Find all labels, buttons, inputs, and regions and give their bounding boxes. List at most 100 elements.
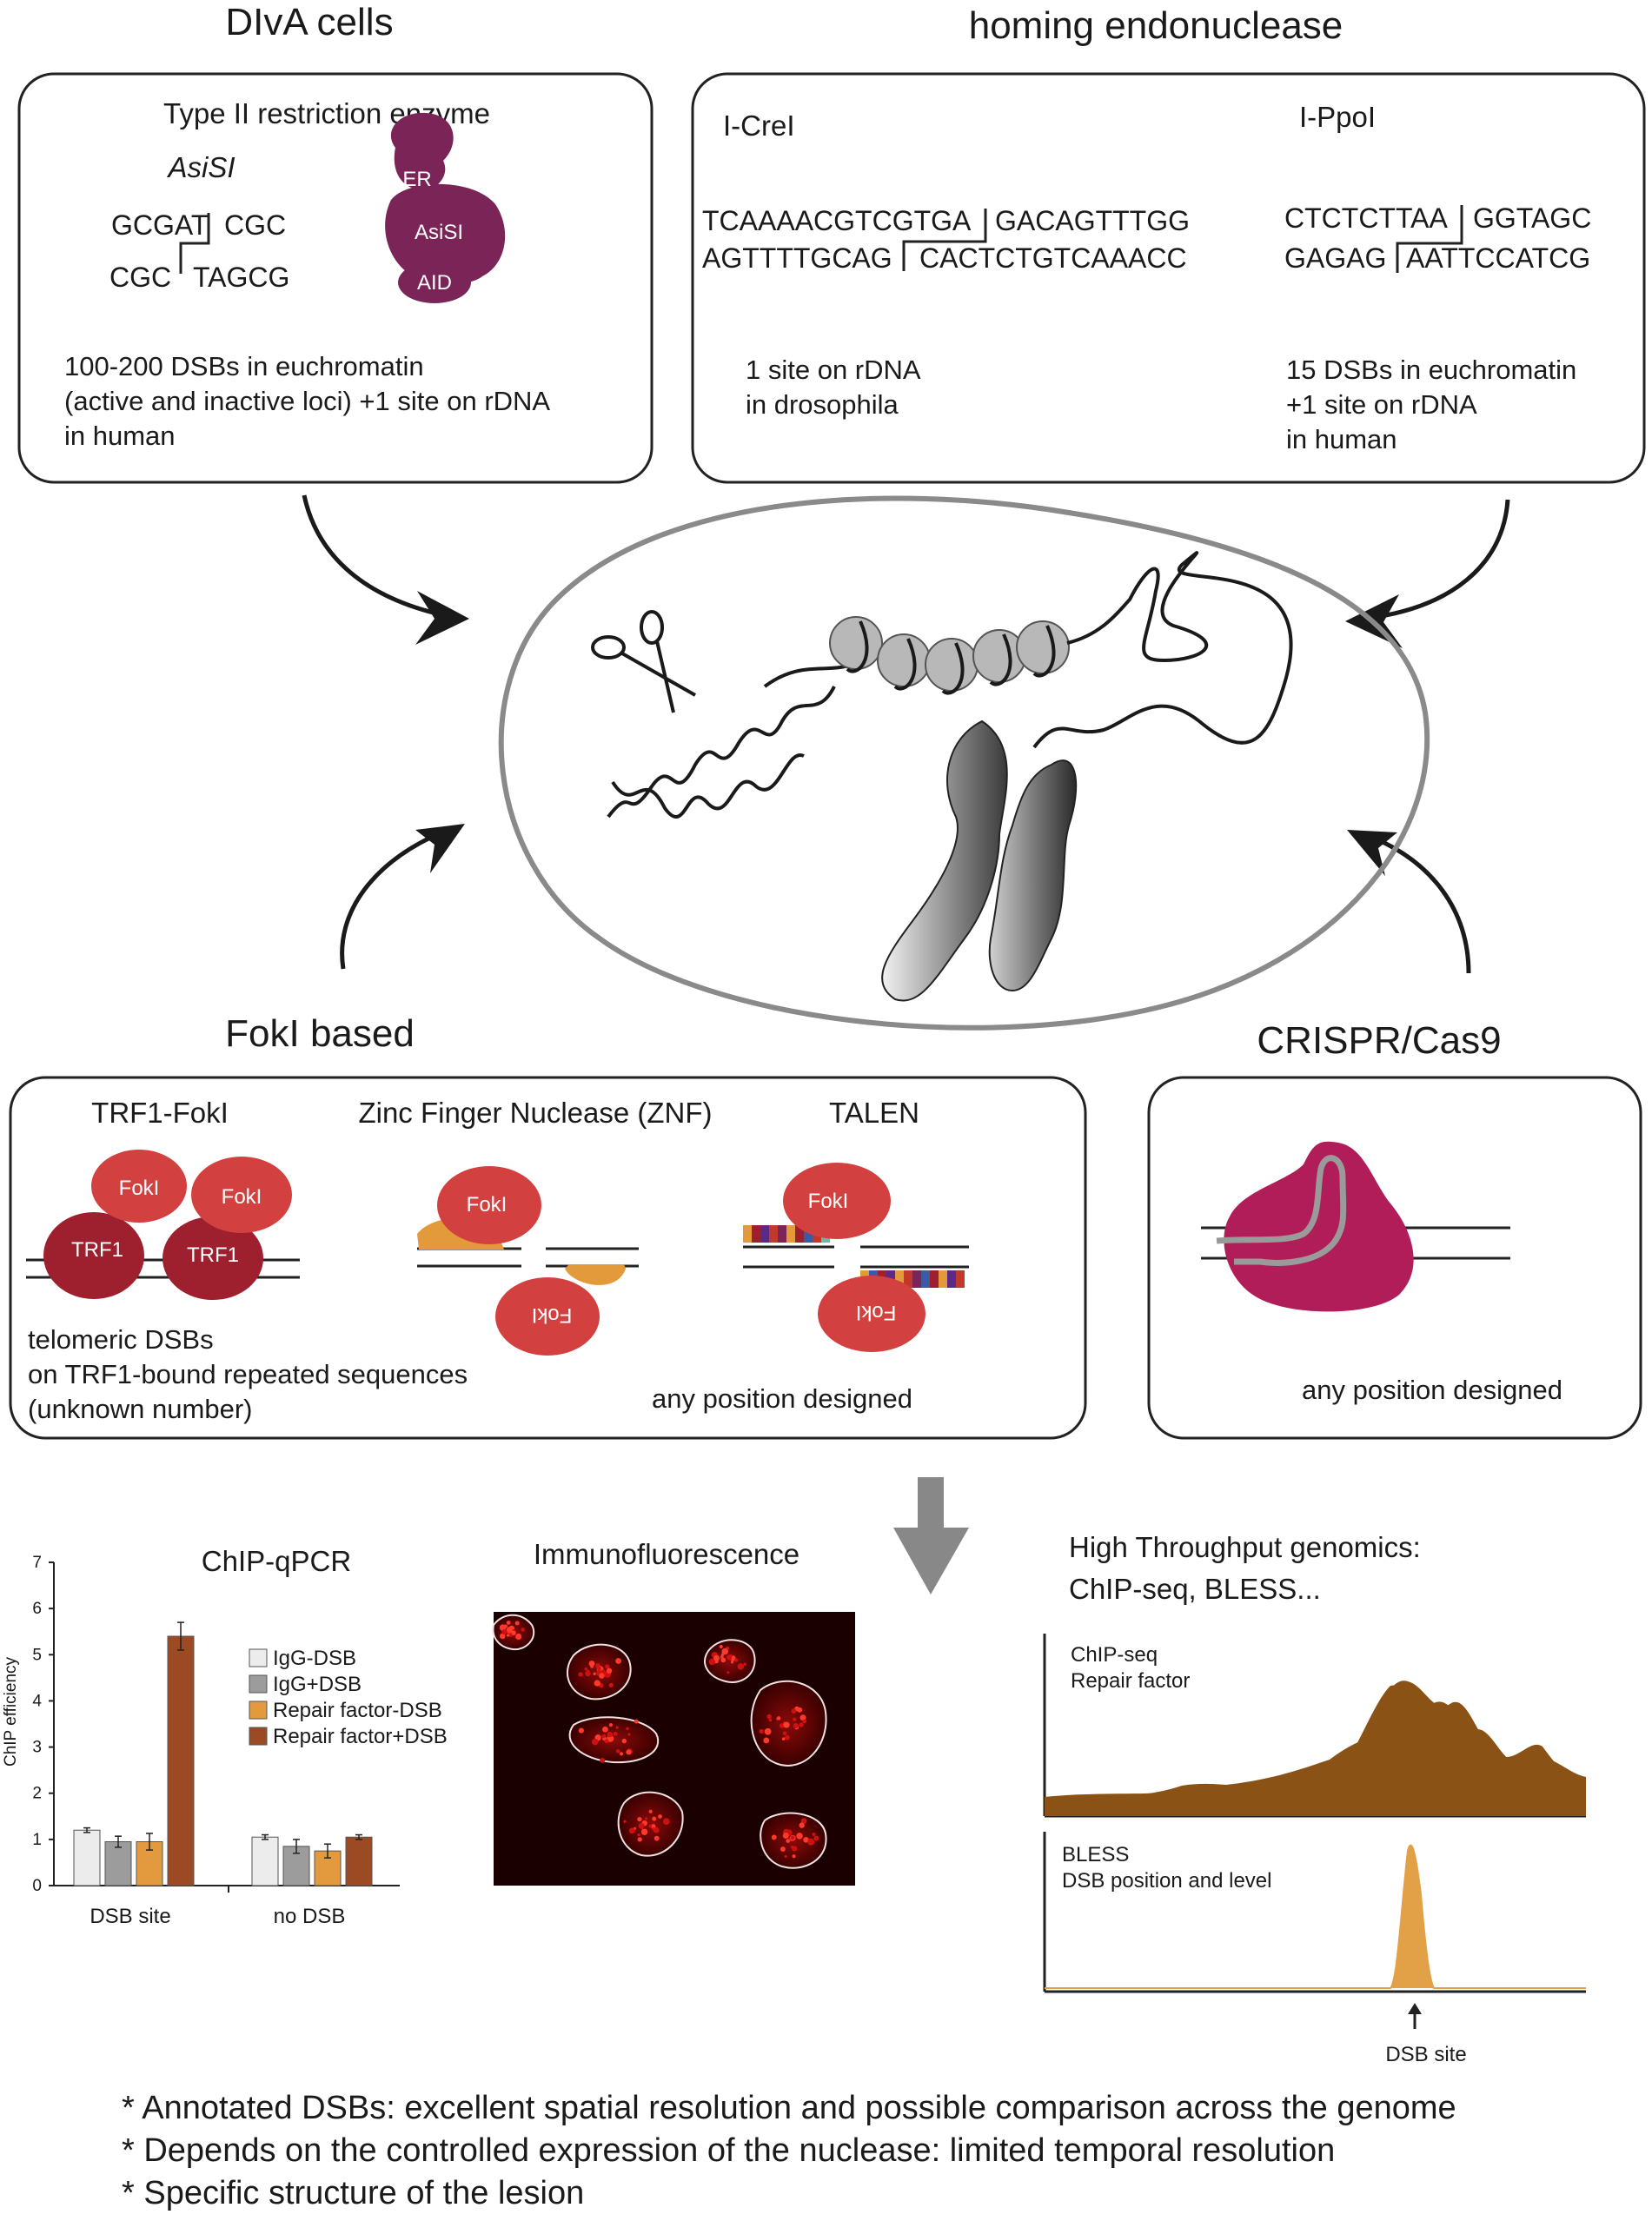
if-focus bbox=[759, 1728, 764, 1734]
scissors-icon bbox=[591, 610, 696, 713]
if-focus bbox=[812, 1832, 816, 1837]
chip-y-tick-label: 7 bbox=[32, 1554, 42, 1572]
chip-y-tick-label: 3 bbox=[32, 1739, 42, 1757]
if-focus bbox=[796, 1833, 803, 1840]
if-focus bbox=[790, 1835, 795, 1840]
if-focus bbox=[790, 1845, 794, 1849]
if-focus bbox=[501, 1628, 508, 1635]
if-focus bbox=[652, 1816, 657, 1821]
icrei-sequence: TCAAAACGTCGTGA GACAGTTTGG AGTTTTGCAG CAC… bbox=[702, 205, 1190, 274]
if-focus bbox=[640, 1828, 648, 1835]
chromosome bbox=[881, 719, 1078, 1002]
if-focus bbox=[793, 1717, 797, 1721]
note-2: * Depends on the controlled expression o… bbox=[122, 2132, 1335, 2169]
asisi-seq-top-right: CGC bbox=[224, 209, 286, 241]
bless-track bbox=[1045, 1844, 1586, 1989]
znf-foki-label: FokI bbox=[467, 1193, 508, 1217]
if-focus bbox=[766, 1714, 772, 1720]
if-focus bbox=[731, 1661, 734, 1664]
if-focus bbox=[650, 1824, 656, 1829]
diva-desc-3: in human bbox=[64, 421, 176, 451]
arrow-homing-to-cell bbox=[1363, 499, 1510, 621]
asisi-sequence: GCGAT CGC CGC TAGCG bbox=[109, 209, 289, 293]
chip-bar bbox=[104, 1841, 132, 1886]
trf1-desc-2: on TRF1-bound repeated sequences bbox=[28, 1359, 468, 1389]
if-focus bbox=[721, 1648, 729, 1655]
arrow-crispr-to-cell bbox=[1363, 832, 1471, 974]
asisi-name: AsiSI bbox=[166, 151, 235, 183]
if-focus bbox=[610, 1737, 614, 1740]
if-focus bbox=[515, 1633, 522, 1640]
trf1-label-1: TRF1 bbox=[71, 1238, 123, 1262]
if-focus bbox=[626, 1749, 632, 1755]
if-focus bbox=[637, 1837, 642, 1842]
if-focus bbox=[608, 1723, 614, 1727]
if-focus bbox=[648, 1824, 653, 1828]
homing-heading: homing endonuclease bbox=[969, 4, 1343, 47]
if-focus bbox=[578, 1672, 583, 1677]
if-focus bbox=[637, 1816, 642, 1822]
nucleosomes bbox=[829, 616, 1070, 692]
if-focus bbox=[663, 1818, 670, 1826]
dsb-site-arrow-icon bbox=[1408, 2003, 1422, 2029]
if-focus bbox=[783, 1721, 790, 1728]
if-focus bbox=[605, 1664, 610, 1669]
if-focus bbox=[797, 1707, 803, 1713]
chip-y-tick-label: 2 bbox=[32, 1785, 42, 1803]
note-3: * Specific structure of the lesion bbox=[122, 2175, 584, 2211]
chip-bar bbox=[73, 1829, 101, 1886]
cell-illustration bbox=[498, 495, 1430, 1031]
homing-section: homing endonuclease I-CreI I-PpoI TCAAAA… bbox=[691, 4, 1646, 484]
diva-section: DIvA cells Type II restriction enzyme As… bbox=[17, 1, 654, 484]
chip-bar bbox=[167, 1635, 195, 1886]
if-focus bbox=[604, 1739, 609, 1744]
if-focus bbox=[776, 1716, 781, 1720]
talen-foki-label: FokI bbox=[808, 1190, 849, 1213]
bless-label-1: BLESS bbox=[1062, 1843, 1129, 1866]
if-title: Immunofluorescence bbox=[534, 1538, 799, 1570]
if-focus bbox=[615, 1748, 620, 1754]
ippoi-seq-bottom-left: GAGAG bbox=[1284, 242, 1386, 274]
ippoi-seq-bottom-right: AATTCCATCG bbox=[1406, 242, 1590, 274]
if-focus bbox=[799, 1722, 804, 1727]
if-focus bbox=[708, 1658, 716, 1666]
if-focus bbox=[782, 1731, 787, 1736]
if-focus bbox=[588, 1661, 595, 1667]
ippoi-seq-top-left: CTCTCTTAA bbox=[1284, 202, 1448, 234]
category-no-dsb: no DSB bbox=[274, 1905, 346, 1928]
genomics-title-1: High Throughput genomics: bbox=[1069, 1531, 1421, 1563]
aid-label: AID bbox=[417, 271, 452, 295]
dsb-site-label: DSB site bbox=[1385, 2043, 1466, 2066]
if-focus bbox=[653, 1827, 660, 1833]
er-label: ER bbox=[402, 168, 431, 191]
if-focus bbox=[726, 1654, 732, 1660]
chip-y-tick-label: 5 bbox=[32, 1646, 42, 1664]
if-focus bbox=[608, 1682, 614, 1687]
if-focus bbox=[813, 1835, 819, 1841]
guide-rna bbox=[1216, 1155, 1347, 1266]
if-focus bbox=[713, 1654, 720, 1661]
if-focus bbox=[648, 1809, 653, 1813]
if-focus bbox=[784, 1854, 787, 1859]
ippoi-name: I-PpoI bbox=[1299, 101, 1376, 133]
if-focus bbox=[654, 1835, 660, 1841]
if-focus bbox=[615, 1726, 619, 1729]
asisi-protein: ER AsiSI AID bbox=[385, 112, 506, 303]
legend-repair-minus: Repair factor-DSB bbox=[273, 1699, 442, 1722]
chip-y-tick-label: 0 bbox=[32, 1877, 42, 1895]
asisi-seq-top-left: GCGAT bbox=[111, 209, 208, 241]
foki-any-position: any position designed bbox=[652, 1383, 912, 1414]
foki-heading: FokI based bbox=[225, 1012, 415, 1055]
znf-drawing: FokI FokI bbox=[417, 1166, 639, 1356]
arrow-foki-to-cell bbox=[340, 827, 448, 970]
trf1-desc-1: telomeric DSBs bbox=[28, 1324, 214, 1355]
if-focus bbox=[585, 1670, 591, 1677]
arrow-heads bbox=[415, 591, 1403, 876]
if-focus bbox=[613, 1731, 618, 1736]
diva-heading: DIvA cells bbox=[225, 1, 393, 43]
chip-y-axis-label: ChIP efficiency bbox=[2, 1656, 20, 1767]
dna-helix-b bbox=[611, 753, 805, 819]
if-focus bbox=[506, 1621, 511, 1625]
ippoi-seq-top-right: GGTAGC bbox=[1473, 202, 1591, 234]
